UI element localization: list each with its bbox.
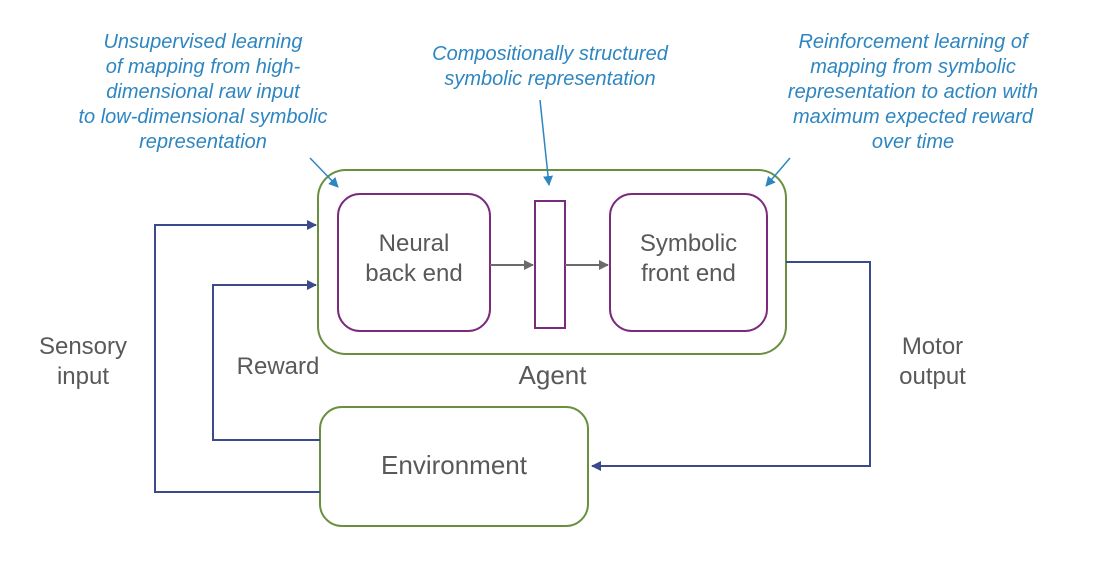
reward-label: Reward [236, 353, 320, 380]
agent-label: Agent [518, 360, 587, 390]
motor-output-label: Motor output [899, 333, 966, 390]
environment-label: Environment [381, 450, 527, 480]
compositional-representation-annotation: Compositionally structured symbolic repr… [432, 43, 668, 90]
unsupervised-learning-annotation: Unsupervised learning of mapping from hi… [78, 31, 328, 153]
environment-box [319, 406, 589, 527]
symbolic-front-end-box [609, 193, 768, 332]
compositional-pointer-arrow [539, 99, 554, 186]
symbolic-representation-bar [534, 200, 566, 329]
reinforcement-learning-annotation: Reinforcement learning of mapping from s… [787, 31, 1039, 153]
reward-arrow [212, 280, 320, 441]
sensory-input-arrow [154, 220, 320, 493]
motor-output-arrow [591, 261, 871, 471]
neural-back-end-box [337, 193, 491, 332]
unsupervised-pointer-arrow [309, 157, 339, 188]
reinforcement-pointer-arrow [765, 157, 791, 187]
sensory-input-label: Sensory input [38, 333, 128, 390]
symbolic-front-end-label: Symbolic front end [639, 230, 738, 287]
neural-back-end-label: Neural back end [365, 230, 463, 287]
